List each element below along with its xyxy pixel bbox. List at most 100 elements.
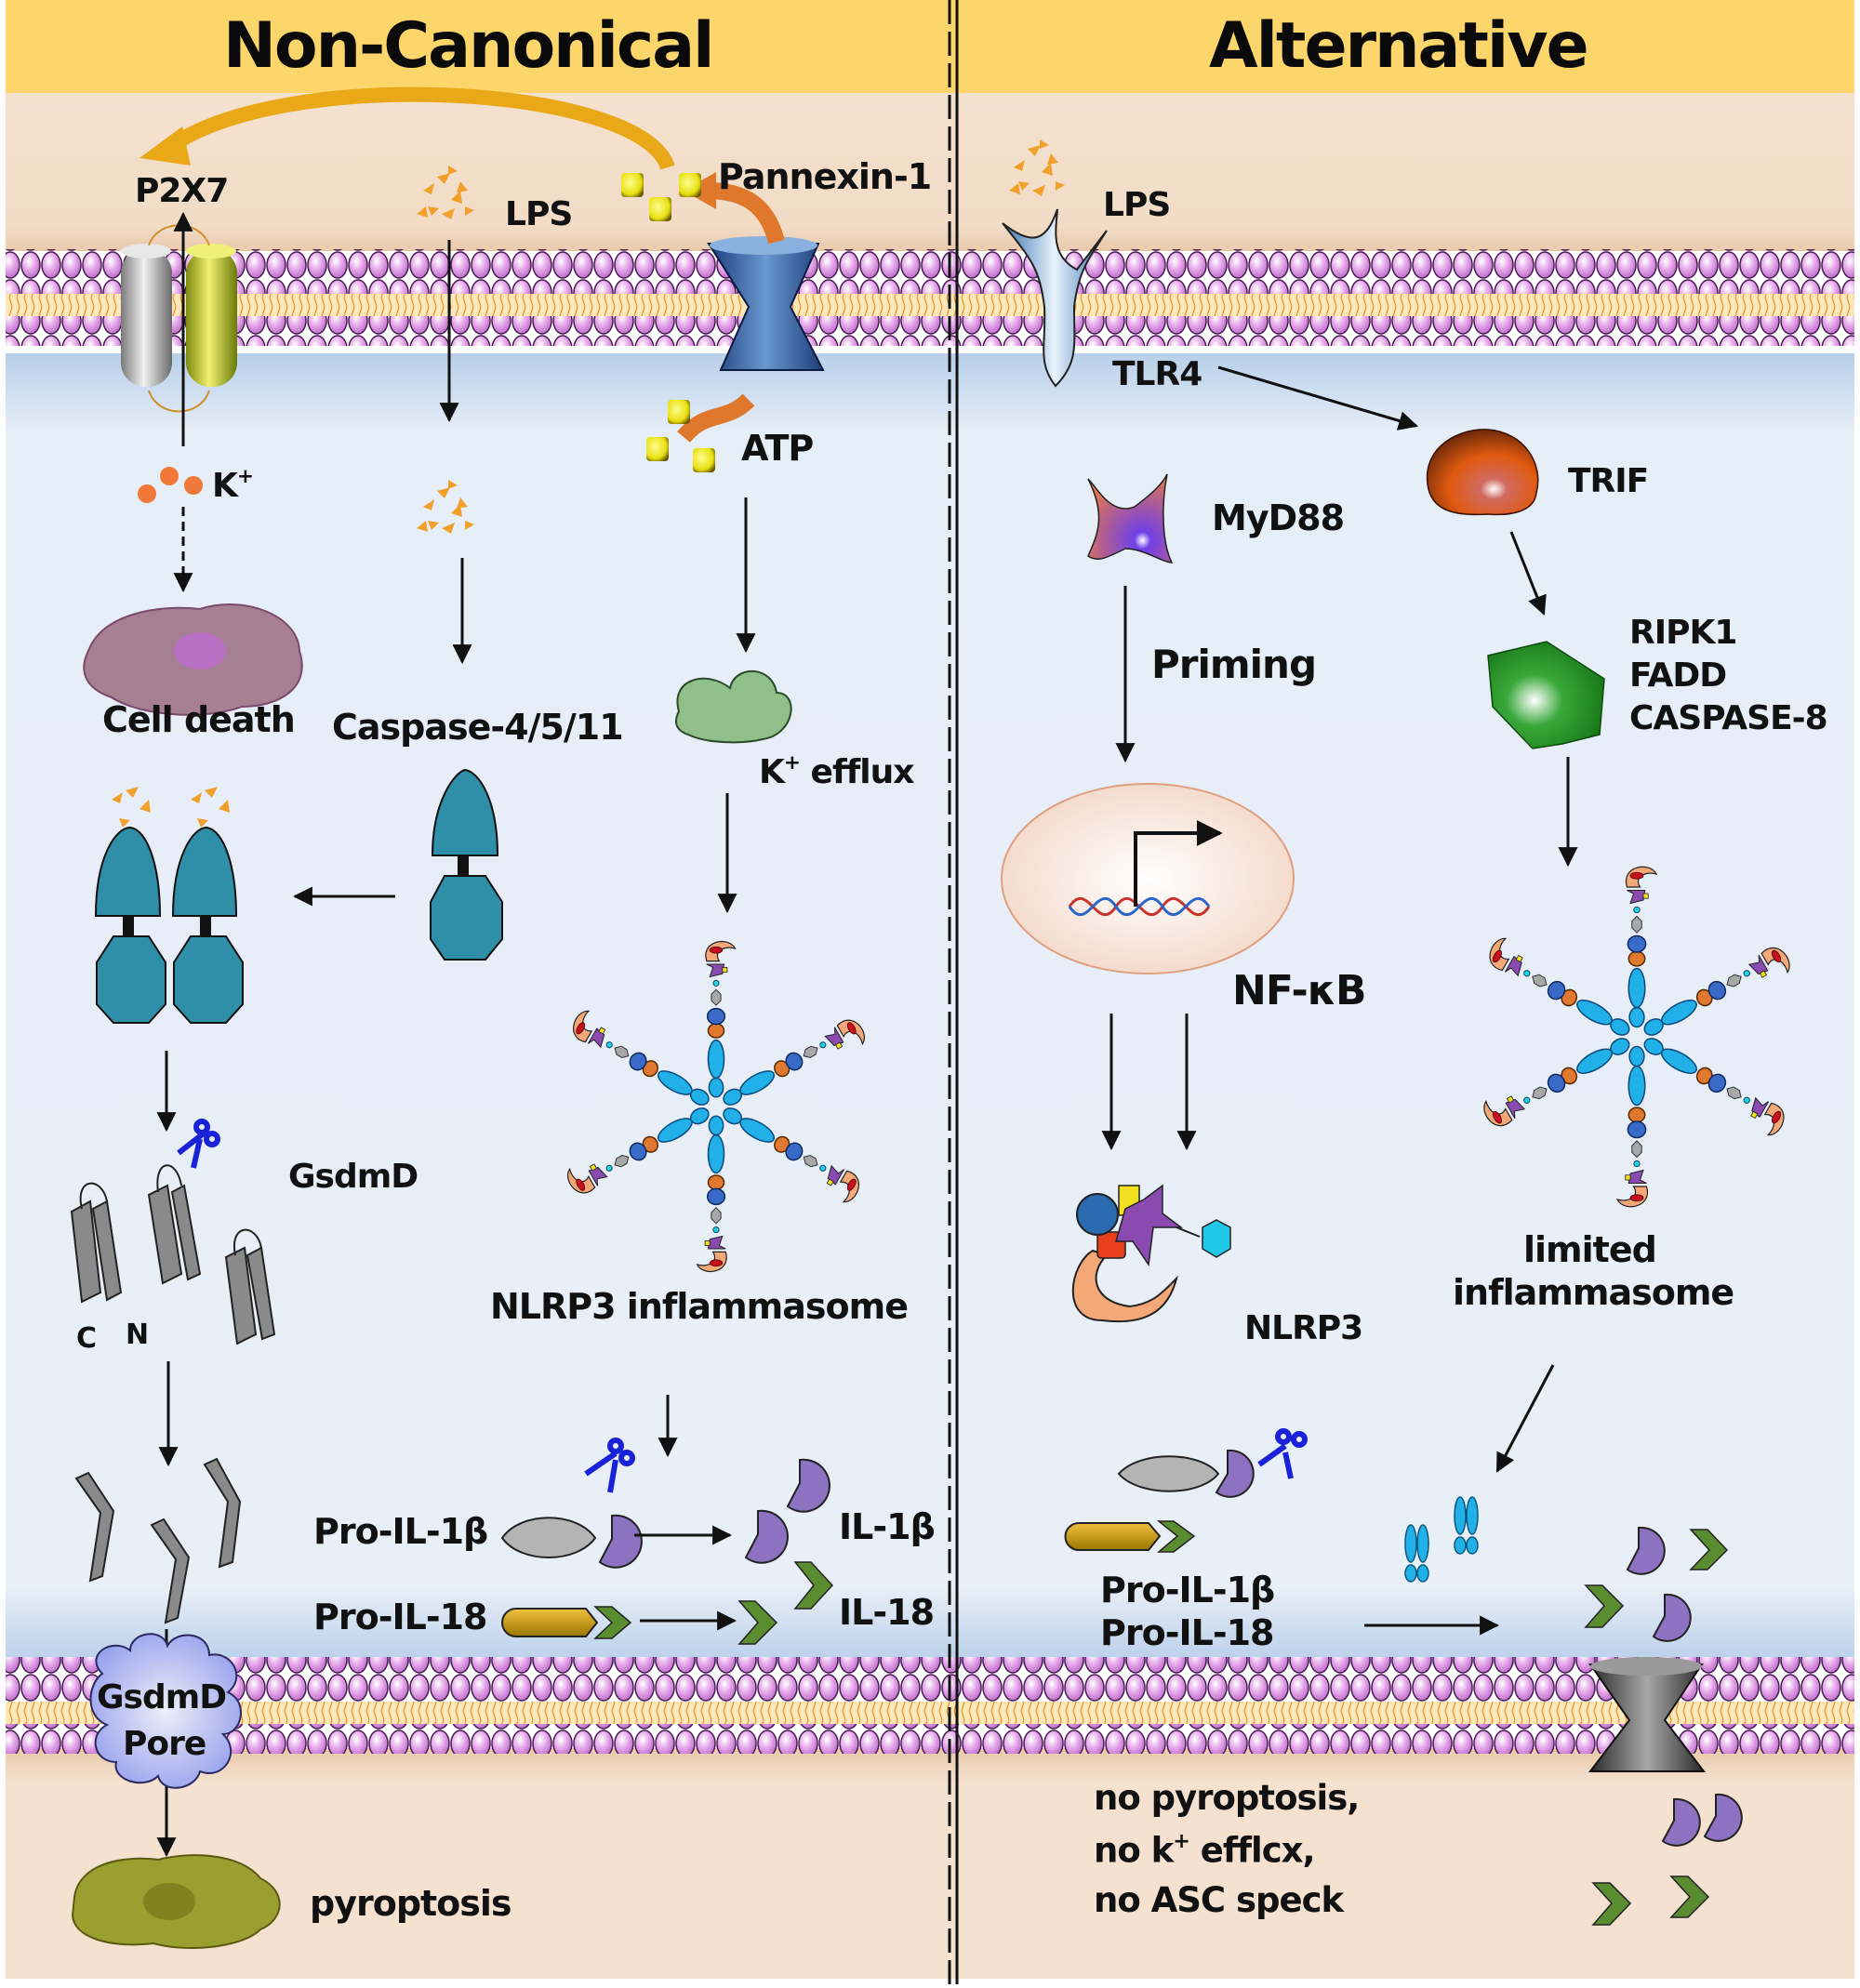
inflammasome-arm [567,1107,710,1194]
inflammasome-arm [723,1019,865,1106]
lps-cluster-icon [1009,139,1065,196]
label-limited: limited [1523,1229,1657,1270]
pro-il1b-molecule-icon [500,1514,643,1569]
inflammasome-arm [1489,937,1630,1036]
efflux-text: efflux [800,753,915,792]
label-gsdmd-pore-line2: Pore [123,1725,206,1763]
limited-inflammasome-arrow [1495,1364,1555,1473]
inflammasome-arm [1643,1038,1785,1136]
pro-il18-molecule-icon [501,1606,632,1639]
limited-inflammasome-icon [1483,866,1790,1208]
inflammasome-arm [696,1115,727,1273]
scissors-icon [177,1119,220,1169]
inflammasome-arm [723,1107,859,1203]
label-pannexin-1: Pannexin-1 [718,156,932,197]
label-k-efflux: K+ efflux [759,751,915,792]
cytoplasm [6,353,1854,1664]
inflammasome-arm [1615,1045,1649,1208]
membrane-channel-icon [1588,1657,1707,1772]
label-lps: LPS [505,195,573,233]
label-k-plus: K+ [212,465,254,506]
nucleus-icon [1001,783,1295,974]
no-k-text: no k [1094,1830,1174,1871]
label-ripk1: RIPK1 [1629,614,1737,652]
atp-outflow-arrow-lower [677,393,755,444]
label-il-1b: IL-1β [839,1506,936,1547]
gsdmd-n-terminal-fragments-icon [74,1457,242,1624]
label-c-terminal: C [76,1322,97,1355]
label-nf-kb: NF-κB [1232,967,1367,1014]
label-nlrp3: NLRP3 [1244,1309,1363,1347]
k-text: K [759,753,785,792]
inflammasome-arm [1643,947,1790,1036]
label-pro-il-1b-right: Pro-IL-1β [1100,1570,1275,1610]
label-no-asc-speck: no ASC speck [1094,1880,1344,1920]
gsdmd-full-length-icon [70,1164,276,1345]
trif-protein-icon [1426,429,1539,516]
k-efflux-channel-icon [675,669,792,744]
label-no-pyroptosis: no pyroptosis, [1094,1778,1360,1818]
label-n-terminal: N [126,1319,149,1351]
pannexin-1-channel [707,236,825,371]
pro-il1b-molecule-icon [1117,1449,1255,1498]
scissors-icon [1257,1428,1308,1479]
dying-cell-icon [83,603,303,716]
nlrp3-inflammasome-icon [567,940,865,1273]
il1b-mature-icon [1626,1526,1692,1642]
k-text: K [212,467,238,506]
atp-molecules-intracellular [646,400,715,472]
label-nlrp3-inflammasome: NLRP3 inflammasome [490,1286,909,1327]
trif-to-ripk1-arrow [1509,531,1547,616]
label-fadd: FADD [1629,656,1727,695]
label-inflammasome: inflammasome [1453,1272,1734,1313]
label-atp: ATP [741,428,814,469]
bottom-membrane [6,1657,1854,1754]
ripk1-fadd-caspase8-complex-icon [1487,641,1605,749]
secreted-il18-icon [1591,1875,1710,1926]
label-gsdmd: GsdmD [288,1158,418,1196]
arrow-head [140,126,191,166]
title-non-canonical: Non-Canonical [223,9,714,83]
label-trif: TRIF [1568,462,1649,500]
title-alternative: Alternative [1209,9,1589,83]
inflammasome-arm [705,940,737,1098]
inflammasome-arm [1625,866,1658,1028]
label-tlr4: TLR4 [1112,355,1202,393]
inflammasome-arm [1483,1038,1630,1127]
label-pro-il-18-right: Pro-IL-18 [1100,1612,1274,1653]
transcription-arrow-icon [1134,820,1223,907]
label-myd88: MyD88 [1212,497,1345,538]
pro-il18-molecule-icon [1064,1520,1196,1553]
atp-to-p2x7-arrow [163,86,675,171]
label-gsdmd-pore-line1: GsdmD [97,1678,227,1716]
gsdmd-pore-icon [89,1633,242,1789]
myd88-protein-icon [1087,473,1174,563]
label-p2x7: P2X7 [135,172,229,210]
pyroptotic-cell-icon [71,1854,281,1949]
efflux-text: efflcx, [1189,1830,1316,1871]
label-il-18: IL-18 [839,1592,935,1633]
tlr4-receptor-icon [1002,208,1108,388]
k-superscript: + [236,465,254,488]
il18-mature-icon [737,1561,834,1645]
caspase-dimer-icon [94,787,244,1024]
asc-monomers-icon [1404,1496,1479,1583]
label-priming: Priming [1151,642,1317,687]
secreted-il1b-icon [1661,1793,1743,1847]
nlrp3-monomer-icon [1071,1184,1231,1323]
panel-divider [948,0,959,1984]
label-lps-right: LPS [1103,186,1171,224]
top-membrane [6,249,1854,346]
il1b-mature-icon [744,1458,830,1564]
inflammasome-arm [573,1010,710,1106]
caspase-monomer-icon [430,768,503,961]
potassium-ions [138,467,203,503]
lps-cluster-intracellular-icon [417,480,474,534]
extracellular-space-bottom [6,1748,1854,1979]
lps-cluster-icon [417,166,474,219]
atp-molecules-extracellular [621,173,701,221]
label-caspase-4-5-11: Caspase-4/5/11 [332,707,624,748]
label-pro-il-1b: Pro-IL-1β [313,1511,488,1552]
